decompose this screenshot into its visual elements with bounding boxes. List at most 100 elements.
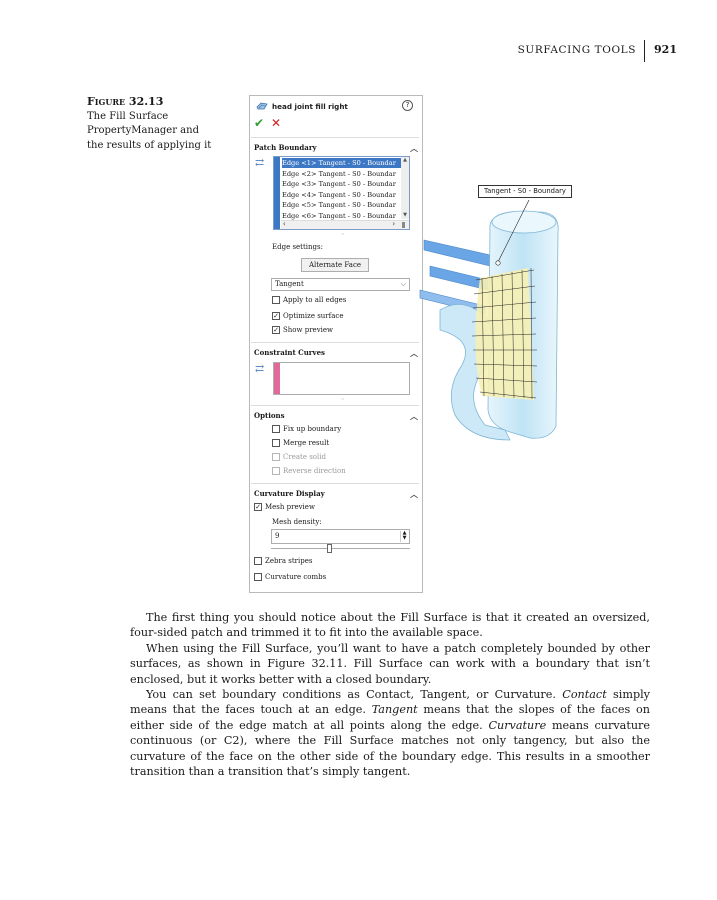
condition-select[interactable]: Tangent ⌵ — [271, 278, 410, 291]
resize-grip-icon[interactable]: ◦ — [341, 396, 345, 403]
checkbox-label: Curvature combs — [265, 573, 327, 581]
checkbox-label: Fix up boundary — [283, 425, 342, 433]
curvature-combs-checkbox[interactable]: Curvature combs — [254, 573, 326, 581]
selection-color-strip — [274, 363, 280, 394]
vertical-scrollbar[interactable]: ▲ ▼ — [401, 157, 409, 219]
term-tangent: Tangent — [371, 703, 418, 717]
fill-surface-model-image — [419, 200, 559, 441]
mesh-density-slider[interactable] — [271, 548, 410, 549]
paragraph: The first thing you should notice about … — [130, 611, 650, 640]
checkbox-checked[interactable]: ✓ — [254, 503, 262, 511]
checkbox-label: Zebra stripes — [265, 557, 313, 565]
swap-arrows-icon[interactable]: ⇄ — [255, 362, 265, 375]
pm-title: head joint fill right — [272, 101, 348, 111]
checkbox-label: Optimize surface — [283, 312, 344, 320]
options-heading: Options — [254, 411, 285, 420]
collapse-caret-icon[interactable]: ︿ — [410, 348, 418, 358]
selection-color-strip — [274, 157, 280, 229]
patch-boundary-heading: Patch Boundary — [254, 143, 317, 152]
help-icon[interactable]: ? — [402, 100, 413, 111]
alternate-face-button[interactable]: Alternate Face — [301, 258, 369, 272]
collapse-caret-icon[interactable]: ︿ — [410, 411, 418, 421]
scroll-left-icon[interactable]: ‹ — [283, 220, 286, 228]
curvature-display-heading: Curvature Display — [254, 489, 325, 498]
create-solid-checkbox: Create solid — [272, 453, 326, 461]
paragraph: When using the Fill Surface, you’ll want… — [130, 641, 650, 686]
checkbox-unchecked[interactable] — [272, 296, 280, 304]
list-item[interactable]: Edge <2> Tangent - S0 - Boundar — [282, 169, 396, 178]
scroll-thumb[interactable] — [402, 222, 405, 228]
checkbox-checked[interactable]: ✓ — [272, 312, 280, 320]
boundary-callout: Tangent - S0 - Boundary — [478, 185, 572, 198]
pm-title-bar: head joint fill right — [256, 101, 348, 111]
figure-caption-text: The Fill Surface PropertyManager and the… — [87, 110, 212, 151]
figure-label: Figure 32.13 — [87, 95, 164, 108]
list-item[interactable]: Edge <4> Tangent - S0 - Boundar — [282, 190, 396, 199]
patch-boundary-header[interactable]: Patch Boundary ︿ — [254, 143, 418, 154]
chevron-down-icon: ⌵ — [400, 280, 406, 288]
scroll-down-icon[interactable]: ▼ — [403, 212, 407, 218]
merge-result-checkbox[interactable]: Merge result — [272, 439, 329, 447]
cancel-button[interactable]: ✕ — [271, 116, 282, 130]
ok-button[interactable]: ✔ — [254, 116, 265, 130]
list-item[interactable]: Edge <6> Tangent - S0 - Boundar — [282, 211, 396, 220]
mesh-density-label: Mesh density: — [272, 518, 322, 526]
checkbox-unchecked[interactable] — [272, 439, 280, 447]
condition-value: Tangent — [275, 280, 304, 288]
section-divider — [251, 342, 419, 343]
section-divider — [251, 405, 419, 406]
term-contact: Contact — [562, 688, 607, 702]
list-item[interactable]: Edge <3> Tangent - S0 - Boundar — [282, 180, 396, 188]
scroll-up-icon[interactable]: ▲ — [403, 157, 407, 163]
optimize-surface-checkbox[interactable]: ✓Optimize surface — [272, 312, 343, 320]
checkbox-unchecked[interactable] — [254, 557, 262, 565]
apply-to-all-edges-checkbox[interactable]: Apply to all edges — [272, 296, 346, 304]
checkbox-unchecked[interactable] — [254, 573, 262, 581]
text-run: means curvature continuous (or C2), wher… — [130, 718, 651, 779]
zebra-stripes-checkbox[interactable]: Zebra stripes — [254, 557, 312, 565]
checkbox-label: Apply to all edges — [283, 296, 347, 304]
checkbox-label: Create solid — [283, 453, 326, 461]
checkbox-disabled — [272, 467, 280, 475]
curvature-display-header[interactable]: Curvature Display ︿ — [254, 489, 418, 500]
reverse-direction-checkbox: Reverse direction — [272, 467, 346, 475]
constraint-curves-header[interactable]: Constraint Curves ︿ — [254, 348, 418, 359]
collapse-caret-icon[interactable]: ︿ — [410, 143, 418, 153]
options-header[interactable]: Options ︿ — [254, 411, 418, 422]
swap-arrows-icon[interactable]: ⇄ — [255, 156, 265, 169]
section-divider — [251, 483, 419, 484]
list-item[interactable]: Edge <1> Tangent - S0 - Boundar — [282, 158, 402, 168]
resize-grip-icon[interactable]: ◦ — [341, 231, 345, 238]
paragraph: You can set boundary conditions as Conta… — [130, 687, 650, 779]
checkbox-unchecked[interactable] — [272, 425, 280, 433]
text-run: You can set boundary conditions as Conta… — [146, 688, 563, 702]
show-preview-checkbox[interactable]: ✓Show preview — [272, 326, 333, 334]
mesh-density-spinbox[interactable]: 9 ▲▼ — [271, 529, 410, 544]
checkbox-label: Mesh preview — [265, 503, 315, 511]
running-head: SURFACING TOOLS 921 — [517, 40, 677, 62]
spin-arrows-icon[interactable]: ▲▼ — [400, 531, 408, 542]
checkbox-checked[interactable]: ✓ — [272, 326, 280, 334]
page-number: 921 — [654, 43, 677, 56]
body-text: The first thing you should notice about … — [130, 610, 650, 779]
mesh-preview-checkbox[interactable]: ✓Mesh preview — [254, 503, 315, 511]
horizontal-scrollbar[interactable]: ‹ › — [281, 220, 409, 229]
checkbox-disabled — [272, 453, 280, 461]
text-run: means that the slopes of the faces on ei… — [130, 703, 650, 732]
checkbox-label: Reverse direction — [283, 467, 346, 475]
scroll-right-icon[interactable]: › — [392, 220, 395, 228]
text-run: simply means that the faces touch at an … — [130, 688, 650, 717]
constraint-curves-list[interactable] — [273, 362, 410, 395]
list-item[interactable]: Edge <5> Tangent - S0 - Boundar — [282, 201, 396, 209]
edge-list[interactable]: Edge <1> Tangent - S0 - Boundar Edge <2>… — [273, 156, 410, 230]
fix-up-boundary-checkbox[interactable]: Fix up boundary — [272, 425, 341, 433]
constraint-curves-heading: Constraint Curves — [254, 348, 325, 357]
section-title: SURFACING TOOLS — [517, 44, 637, 56]
collapse-caret-icon[interactable]: ︿ — [410, 489, 418, 499]
term-curvature: Curvature — [488, 718, 547, 732]
edge-settings-label: Edge settings: — [272, 243, 323, 251]
slider-thumb[interactable] — [327, 544, 332, 553]
checkbox-label: Show preview — [283, 326, 334, 334]
figure-caption: Figure 32.13 The Fill Surface PropertyMa… — [87, 95, 217, 153]
header-divider — [644, 40, 646, 62]
